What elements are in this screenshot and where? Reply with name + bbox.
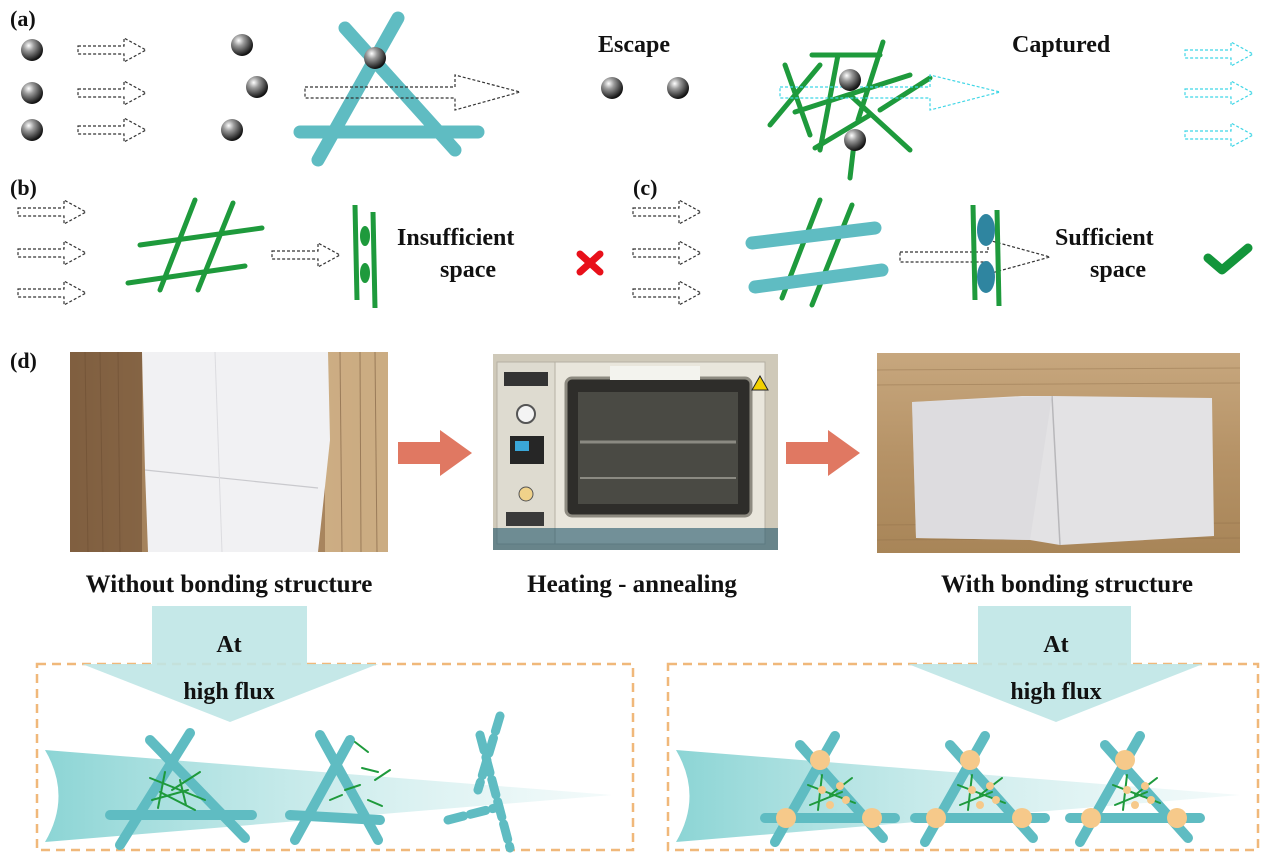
flow-arrow (632, 240, 702, 266)
box-without-bonding (35, 662, 635, 852)
insufficient-label-2: space (440, 257, 496, 283)
clean-flow-arrow (1184, 80, 1254, 106)
check-icon (1203, 243, 1253, 275)
caption-with-bonding: With bonding structure (941, 571, 1193, 598)
fine-fiber (370, 211, 378, 309)
sufficient-label-2: space (1090, 257, 1146, 283)
flux-arrow-left (82, 606, 378, 722)
process-arrow (786, 430, 860, 476)
flux-arrow-right (908, 606, 1203, 722)
photo-without-bonding (70, 351, 388, 553)
escape-label: Escape (598, 32, 670, 58)
trapped-particle (360, 226, 370, 246)
flow-arrow (77, 117, 147, 143)
panel-label-a: (a) (10, 6, 36, 31)
fine-fiber (125, 263, 248, 286)
fine-fiber (809, 202, 855, 308)
sufficient-label-1: Sufficient (1055, 225, 1154, 251)
caption-heating: Heating - annealing (527, 571, 737, 598)
particle-on-fiber (364, 47, 386, 69)
flow-arrow (17, 240, 87, 266)
coarse-fiber-triangle (293, 11, 485, 167)
flow-arrow (632, 199, 702, 225)
panel-label-d: (d) (10, 348, 37, 373)
flow-arrows-a (77, 37, 147, 143)
fine-fiber-side-view (352, 204, 378, 309)
particle (221, 119, 243, 141)
particle-passing (977, 261, 995, 293)
flow-arrow (77, 37, 147, 63)
particle (21, 119, 43, 141)
particle-passing (977, 214, 995, 246)
clean-flow-arrow (1184, 41, 1254, 67)
particle-group-incoming (21, 39, 43, 141)
flow-arrow (899, 239, 1053, 275)
fine-fiber (792, 72, 913, 115)
fine-fiber (352, 204, 360, 301)
fine-fiber (812, 112, 873, 151)
caption-without-bonding: Without bonding structure (86, 571, 373, 598)
flow-arrow (17, 280, 87, 306)
particle-group-approach (221, 34, 268, 141)
particle (21, 39, 43, 61)
particle (246, 76, 268, 98)
fine-fiber (877, 75, 933, 113)
panel-label-b: (b) (10, 175, 37, 200)
broken-filter-unit (443, 711, 515, 853)
coarse-fiber (745, 221, 882, 250)
flow-arrows-clean (1184, 41, 1254, 148)
trapped-particle (360, 263, 370, 283)
escaped-particle (667, 77, 689, 99)
mixed-fiber-side-view (970, 204, 1002, 307)
mixed-fiber-grid (745, 197, 889, 308)
clean-flow-arrow (1184, 122, 1254, 148)
photo-with-bonding (876, 353, 1241, 553)
fine-fiber (994, 209, 1002, 307)
captured-label: Captured (1012, 32, 1111, 58)
coarse-fiber (748, 263, 889, 294)
high-flux-label-right: high flux (1010, 679, 1101, 705)
process-arrow (398, 430, 472, 476)
damaged-filter-unit (285, 730, 391, 845)
fine-fiber (970, 204, 978, 301)
particle (21, 82, 43, 104)
fine-fiber (847, 92, 913, 153)
fine-fiber (782, 62, 813, 138)
flow-arrows-c (632, 199, 702, 306)
fine-fiber (137, 225, 265, 248)
bonded-filter-unit (760, 731, 900, 847)
photo-oven (493, 354, 778, 550)
flow-arrow (271, 242, 341, 268)
flow-arrow (632, 280, 702, 306)
fine-fiber (195, 200, 236, 293)
flow-arrow (77, 80, 147, 106)
flow-arrow-cyan (779, 74, 1001, 111)
insufficient-label-1: Insufficient (397, 225, 514, 251)
flow-arrow (17, 199, 87, 225)
intact-filter-unit (105, 728, 257, 850)
captured-particle (839, 69, 861, 91)
flow-arrows-b (17, 199, 87, 306)
at-label-right: At (1043, 632, 1068, 658)
escaped-particle (601, 77, 623, 99)
flow-arrow-through (304, 74, 523, 111)
at-label-left: At (216, 632, 241, 658)
particle (231, 34, 253, 56)
panel-label-c: (c) (633, 175, 657, 200)
box-with-bonding (666, 662, 1260, 852)
high-flux-label-left: high flux (183, 679, 274, 705)
fine-fiber-cluster (767, 39, 933, 181)
fine-fiber-grid (125, 197, 265, 293)
fine-fiber (767, 62, 823, 128)
captured-particle (844, 129, 866, 151)
cross-icon (576, 250, 604, 276)
